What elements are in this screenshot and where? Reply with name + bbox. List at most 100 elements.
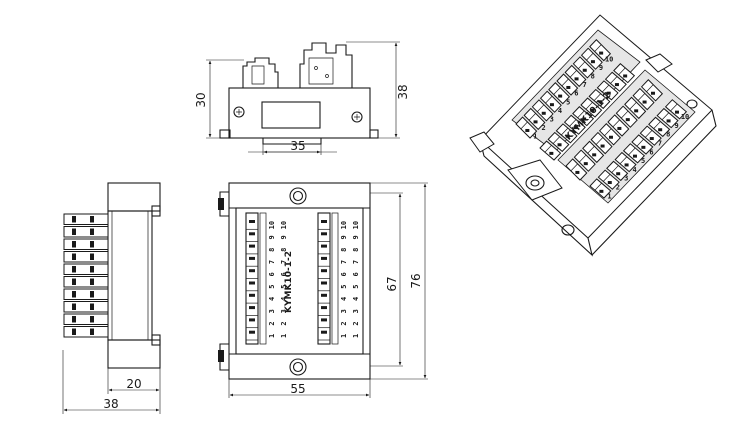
iso-terminal-slot [592,153,597,157]
terminal-number: 10 [340,221,348,229]
terminal-number: 5 [352,285,360,289]
side-terminal-contact [72,253,76,260]
terminal-slot [249,269,255,273]
terminal-slot [249,232,255,236]
terminal-number: 9 [675,122,679,130]
terminal-slot [249,318,255,322]
iso-terminal-slot [599,51,604,55]
iso-terminal-slot [623,74,628,78]
terminal-number: 6 [280,272,288,276]
side-terminal-contact [72,241,76,248]
terminal-number: 10 [681,113,689,121]
side-terminal-contact [72,303,76,310]
iso-terminal [614,151,637,173]
iso-terminal-slot [533,120,538,124]
terminal-slot [321,256,327,260]
side-terminal-contact [90,278,94,285]
terminal-number: 6 [574,90,578,98]
iso-terminal [656,107,679,129]
iso-terminal-slot [582,68,587,72]
iso-terminal-slot [642,100,647,104]
iso-terminal-slot [583,162,588,166]
iso-terminal-edge [570,163,578,172]
side-terminal [63,263,109,275]
terminal-number: 8 [591,72,595,80]
terminal-number: 10 [280,221,288,229]
terminal-slot [321,306,327,310]
iso-terminal-slot [634,109,639,113]
iso-terminal [547,131,570,153]
terminal-number: 3 [352,309,360,313]
iso-terminal [596,80,619,101]
dim-67: 67 [385,276,399,291]
terminal-slot [249,256,255,260]
side-terminal [63,313,109,325]
terminal-slot [321,232,327,236]
iso-terminal-edge [603,174,611,182]
top-view: 30 38 35 [194,41,410,155]
terminal-slot [321,244,327,248]
iso-terminal-edge [545,95,553,104]
side-terminal [63,326,109,338]
terminal-slot [321,330,327,334]
iso-terminal-slot [607,181,612,185]
iso-terminal-edge [612,119,620,128]
iso-terminal-slot [616,172,621,176]
iso-terminal-slot [599,189,604,193]
terminal-number: 8 [340,248,348,252]
terminal-number: 4 [340,297,348,301]
iso-terminal [589,178,612,199]
iso-terminal-edge [611,165,619,173]
side-terminal [63,226,109,238]
iso-terminal-edge [621,110,629,119]
iso-terminal [580,47,603,70]
iso-terminal [563,114,586,135]
side-terminal-contact [90,266,94,273]
terminal-number: 10 [268,221,276,229]
side-terminal [63,276,109,288]
side-view: 20 38 [62,182,161,414]
side-terminal [63,251,109,263]
iso-terminal-slot [558,94,563,98]
iso-terminal-edge [653,121,661,129]
terminal-strip [331,212,339,345]
iso-terminal-edge [645,130,653,138]
iso-terminal-edge [595,137,604,145]
terminal-number: 8 [352,248,360,252]
iso-terminal-slot [617,126,622,130]
terminal-slot [249,281,255,285]
terminal-number: 3 [268,309,276,313]
iso-terminal-slot [574,77,579,81]
terminal-number: 9 [280,235,288,239]
iso-terminal-edge [610,76,618,84]
iso-terminal-slot [608,135,613,139]
terminal-number: 4 [352,297,360,301]
iso-terminal [564,64,587,88]
iso-terminal-edge [636,138,644,147]
iso-terminal-slot [632,154,637,158]
side-terminal-contact [90,291,94,298]
iso-terminal [639,125,662,146]
iso-terminal [565,158,588,181]
terminal-number: 4 [633,166,637,174]
iso-terminal-edge [670,103,678,112]
iso-terminal-slot [650,91,655,95]
terminal-number: 4 [280,297,288,301]
terminal-number: 1 [340,334,348,338]
iso-terminal-slot [658,128,663,132]
side-terminal-contact [72,291,76,298]
iso-terminal [598,123,622,146]
terminal-slot [249,220,255,223]
dim-35: 35 [290,139,305,153]
terminal-number: 5 [280,285,288,289]
iso-terminal-edge [569,119,577,127]
terminal-number: 6 [340,272,348,276]
iso-terminal-slot [582,117,587,121]
side-terminal-contact [90,216,94,223]
terminal-number: 3 [280,309,288,313]
terminal-number: 1 [268,334,276,338]
side-terminal [63,288,109,300]
side-terminal-contact [72,266,76,273]
